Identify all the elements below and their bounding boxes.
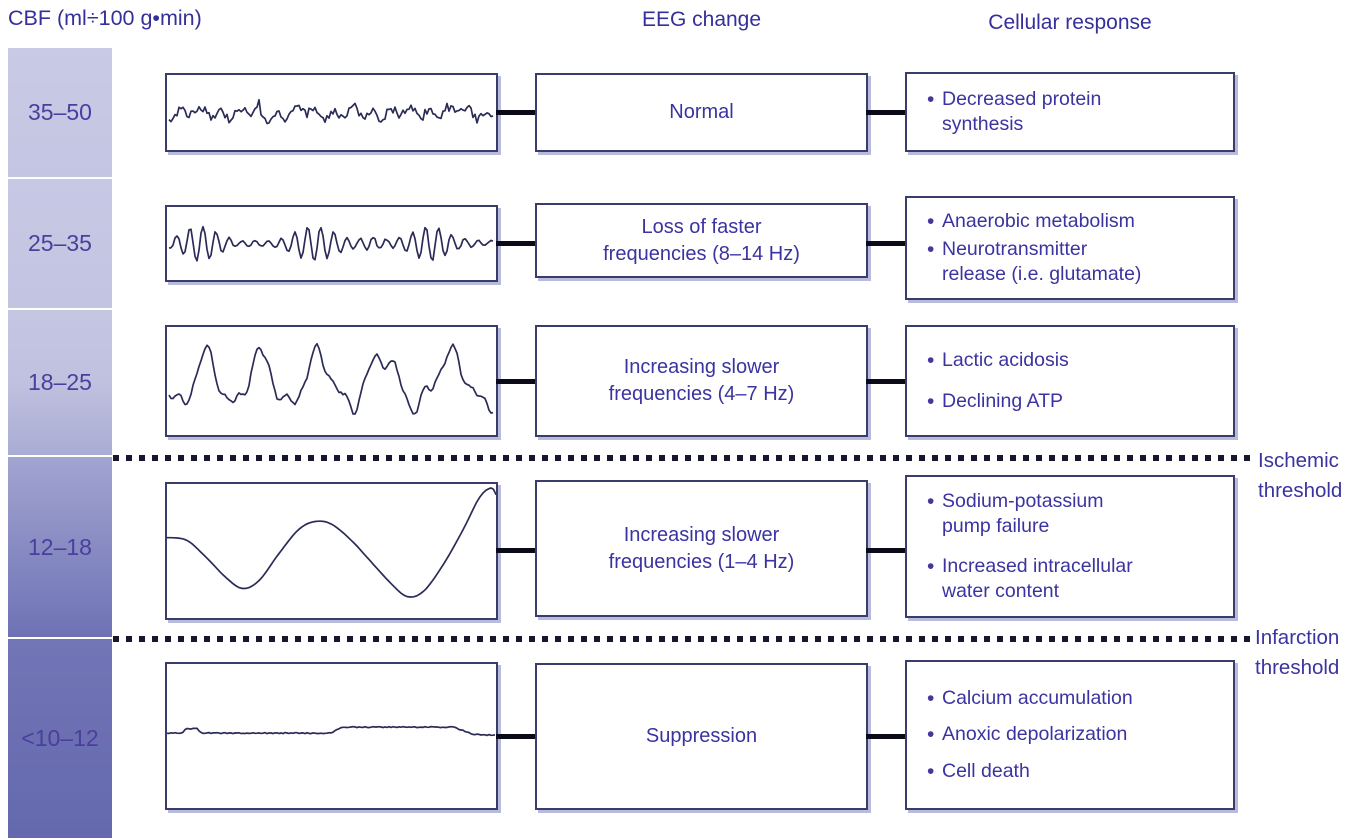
cellular-response-box: •Decreased protein synthesis bbox=[905, 72, 1235, 152]
cbf-range-label: <10–12 bbox=[21, 725, 99, 751]
cbf-scale-segment-lt10-12: <10–12 bbox=[8, 639, 112, 838]
cbf-scale-segment-35-50: 35–50 bbox=[8, 48, 112, 177]
cbf-scale-segment-18-25: 18–25 bbox=[8, 310, 112, 455]
bullet-icon: • bbox=[927, 348, 935, 372]
cbf-scale-segment-25-35: 25–35 bbox=[8, 179, 112, 308]
infarction-threshold-label: Infarction threshold bbox=[1255, 626, 1340, 679]
bullet-icon: • bbox=[927, 759, 935, 783]
eeg-column-header: EEG change bbox=[641, 8, 762, 31]
cellular-response-box: •Lactic acidosis •Declining ATP bbox=[905, 325, 1235, 437]
bullet-item: •Anaerobic metabolism bbox=[927, 209, 1135, 233]
eeg-change-box: Loss of faster frequencies (8–14 Hz) bbox=[535, 203, 868, 278]
ischemic-threshold-label: Ischemic threshold bbox=[1258, 449, 1343, 502]
bullet-icon: • bbox=[927, 87, 935, 111]
eeg-change-box: Normal bbox=[535, 73, 868, 152]
bullet-item: •Cell death bbox=[927, 759, 1030, 783]
cbf-axis-title: CBF (ml÷100 g•min) bbox=[8, 6, 202, 30]
cbf-range-label: 25–35 bbox=[28, 230, 92, 256]
ischemic-threshold-line bbox=[113, 455, 1252, 461]
cellular-response-box: •Anaerobic metabolism •Neurotransmitter … bbox=[905, 196, 1235, 300]
cellular-response-box: •Sodium-potassium pump failure •Increase… bbox=[905, 475, 1235, 618]
connector-line bbox=[496, 734, 537, 739]
connector-line bbox=[496, 241, 537, 246]
cellular-response-box: •Calcium accumulation •Anoxic depolariza… bbox=[905, 660, 1235, 810]
cbf-range-label: 35–50 bbox=[28, 99, 92, 125]
eeg-waveform-box bbox=[165, 205, 498, 282]
bullet-icon: • bbox=[927, 237, 935, 261]
connector-line bbox=[866, 734, 907, 739]
bullet-item: •Decreased protein synthesis bbox=[927, 87, 1102, 135]
eeg-waveform-box bbox=[165, 662, 498, 810]
cellular-column-header: Cellular response bbox=[988, 11, 1152, 34]
connector-line bbox=[866, 110, 907, 115]
eeg-waveform-box bbox=[165, 482, 498, 620]
eeg-waveform-trace-theta bbox=[168, 342, 494, 415]
bullet-icon: • bbox=[927, 209, 935, 233]
eeg-change-box: Increasing slower frequencies (1–4 Hz) bbox=[535, 480, 868, 617]
connector-line bbox=[866, 241, 907, 246]
cbf-scale-segment-12-18: 12–18 bbox=[8, 457, 112, 637]
cbf-range-label: 12–18 bbox=[28, 533, 92, 560]
eeg-change-label: Suppression bbox=[645, 725, 758, 747]
eeg-waveform-box bbox=[165, 325, 498, 437]
bullet-item: •Calcium accumulation bbox=[927, 687, 1133, 711]
eeg-change-box: Suppression bbox=[535, 663, 868, 810]
eeg-waveform-box bbox=[165, 73, 498, 152]
connector-line bbox=[866, 548, 907, 553]
bullet-icon: • bbox=[927, 723, 935, 747]
eeg-change-label: Loss of faster frequencies (8–14 Hz) bbox=[603, 215, 800, 265]
bullet-item: •Declining ATP bbox=[927, 390, 1064, 413]
eeg-change-box: Increasing slower frequencies (4–7 Hz) bbox=[535, 325, 868, 437]
eeg-change-label: Increasing slower frequencies (4–7 Hz) bbox=[608, 356, 795, 405]
eeg-waveform-trace-spindles bbox=[168, 225, 494, 262]
bullet-item: •Lactic acidosis bbox=[927, 348, 1069, 372]
bullet-icon: • bbox=[927, 687, 935, 711]
bullet-item: •Anoxic depolarization bbox=[927, 723, 1128, 747]
eeg-change-label: Increasing slower frequencies (1–4 Hz) bbox=[608, 523, 795, 573]
eeg-waveform-trace-delta bbox=[167, 487, 496, 598]
connector-line bbox=[496, 110, 537, 115]
bullet-icon: • bbox=[927, 490, 935, 514]
cbf-range-label: 18–25 bbox=[28, 369, 92, 395]
eeg-change-label: Normal bbox=[669, 101, 734, 123]
bullet-item: •Sodium-potassium pump failure bbox=[927, 490, 1104, 538]
bullet-icon: • bbox=[927, 390, 935, 413]
connector-line bbox=[496, 548, 537, 553]
connector-line bbox=[496, 379, 537, 384]
eeg-waveform-trace-normal bbox=[168, 98, 494, 125]
eeg-waveform-trace-suppressed bbox=[167, 725, 496, 737]
connector-line bbox=[866, 379, 907, 384]
bullet-icon: • bbox=[927, 554, 935, 578]
bullet-item: •Neurotransmitter release (i.e. glutamat… bbox=[927, 237, 1142, 286]
bullet-item: •Increased intracellular water content bbox=[927, 554, 1133, 602]
infarction-threshold-line bbox=[113, 636, 1252, 642]
